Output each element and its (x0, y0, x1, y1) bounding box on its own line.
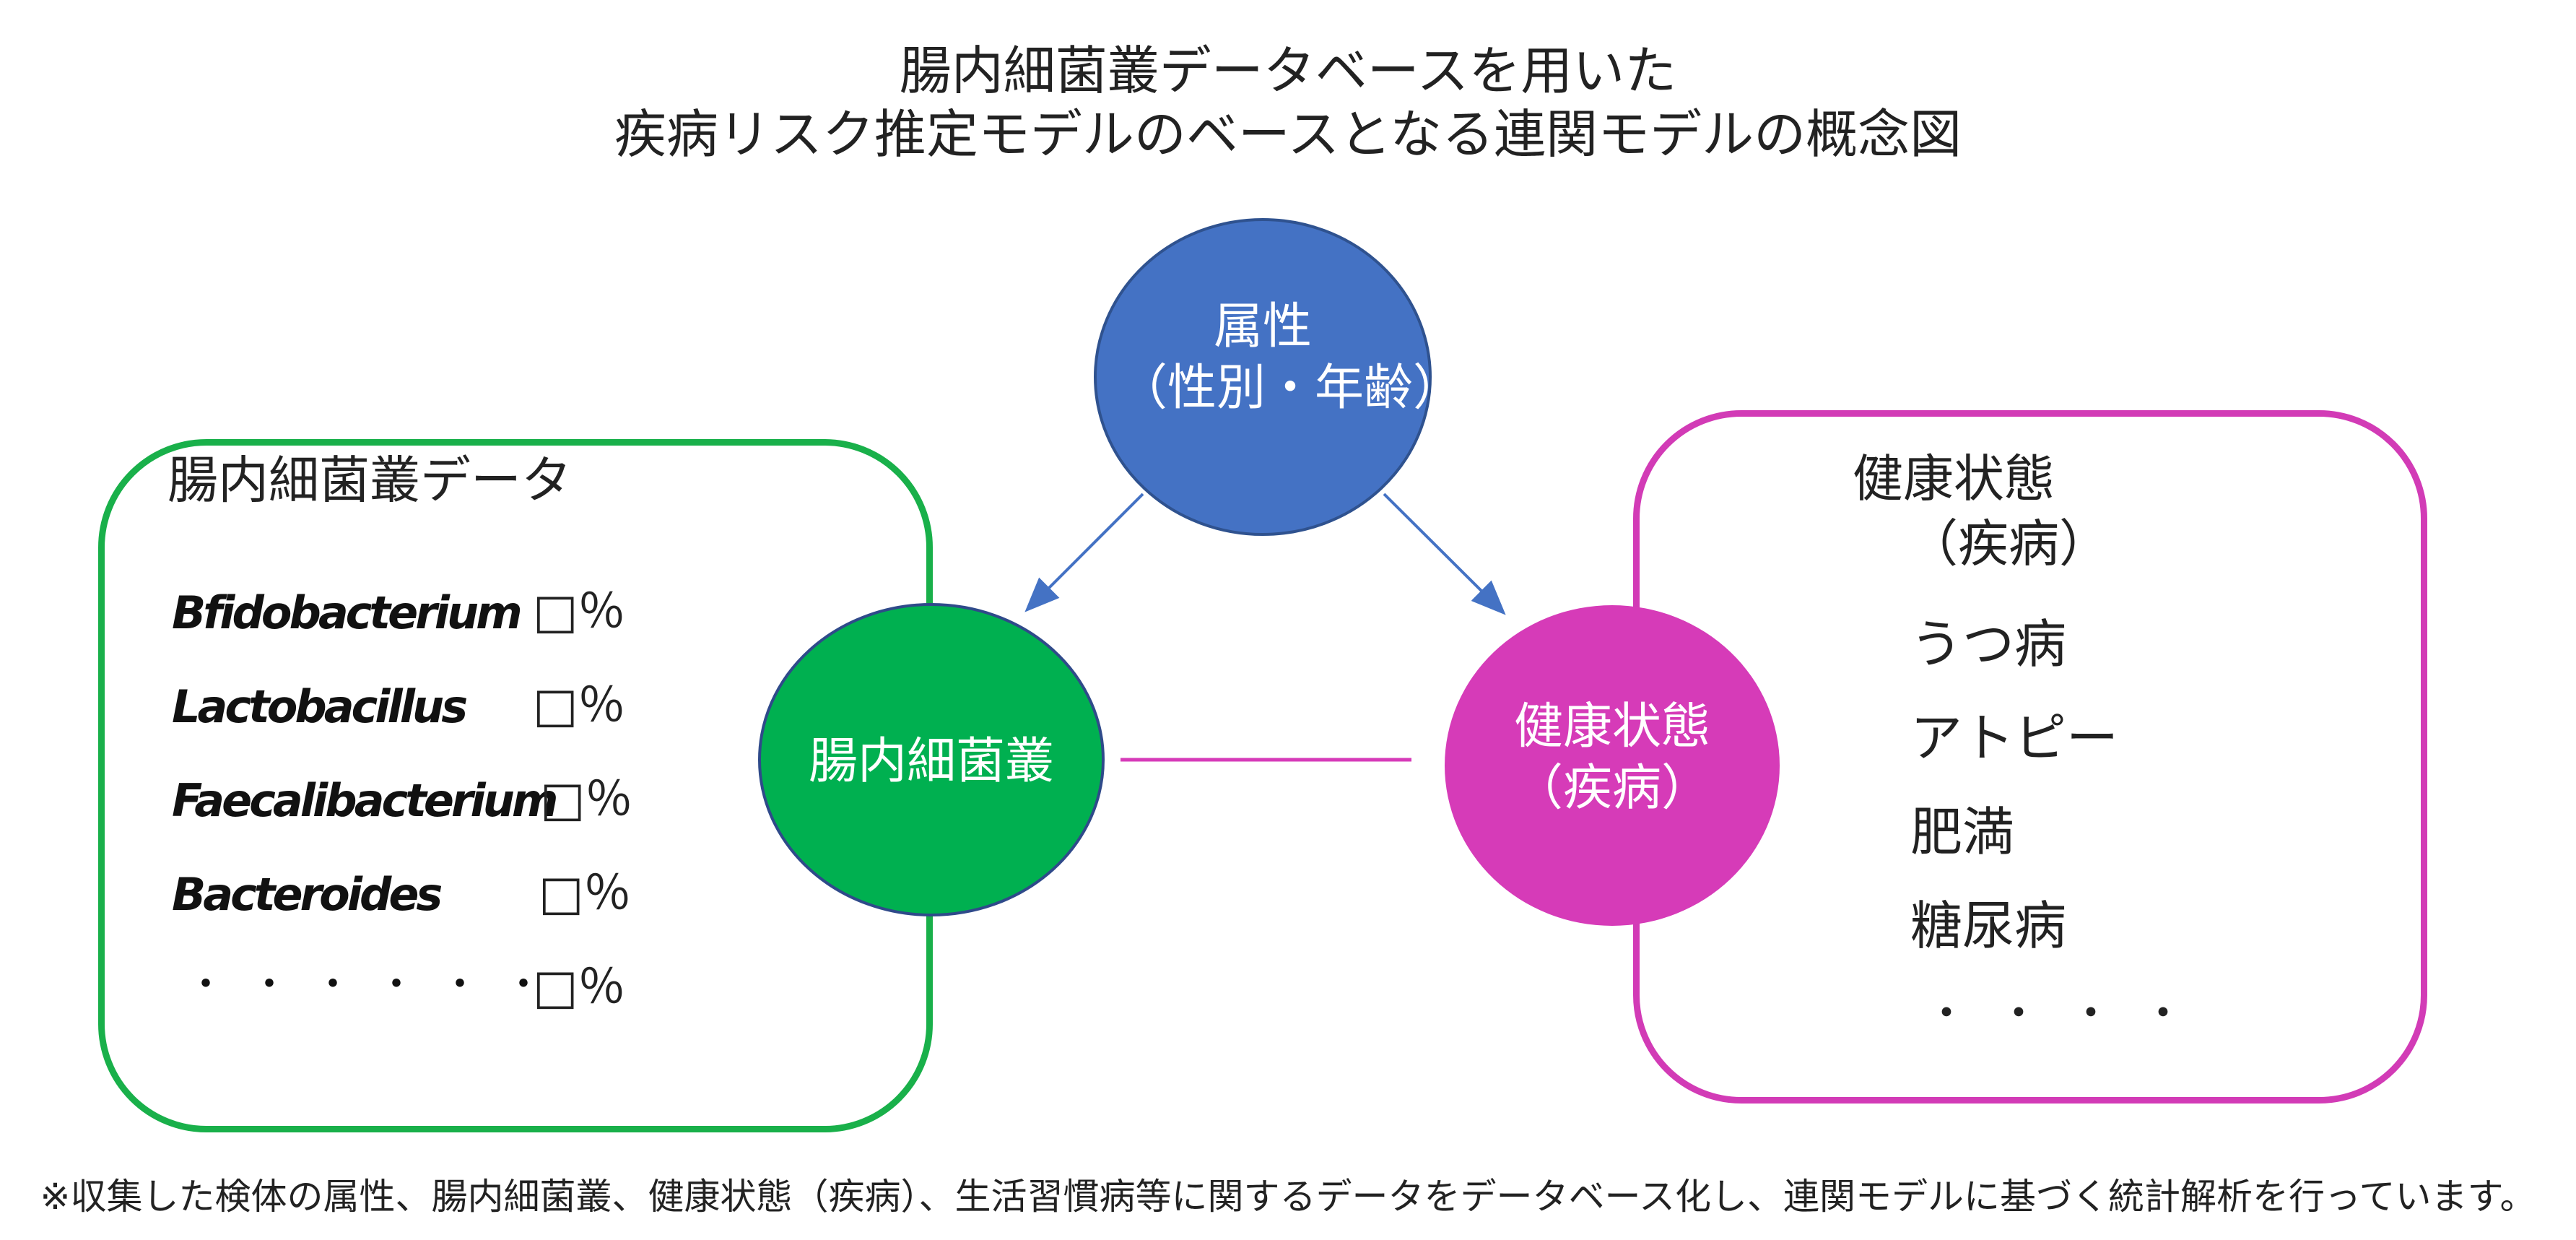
bacteria-percent-3: □％ (540, 771, 633, 827)
bacteria-percent-4: □％ (539, 865, 632, 921)
arrow-attributes-to-health (1383, 493, 1506, 615)
attributes-node-label: 属性 （性別・年齢） (1118, 296, 1463, 419)
bacteria-name-2: Lactobacillus (172, 680, 468, 733)
disease-item-1: うつ病 (1910, 614, 2067, 675)
bacteria-percent-ellipsis: □％ (533, 959, 626, 1015)
diagram-title-line-2: 疾病リスク推定モデルのベースとなる連関モデルの概念図 (614, 104, 1962, 165)
attributes-node (1094, 218, 1432, 536)
attributes-node-line1: 属性 (1213, 298, 1312, 355)
diagram-title-line-1: 腸内細菌叢データベースを用いた (899, 40, 1677, 101)
bacteria-percent-2: □％ (533, 677, 626, 733)
arrow-attributes-to-microbiota (1024, 493, 1144, 612)
health-node-line1: 健康状態 (1513, 698, 1710, 755)
footnote: ※収集した検体の属性、腸内細菌叢、健康状態（疾病）、生活習慣病等に関するデータを… (40, 1176, 2536, 1218)
microbiota-node (758, 603, 1105, 916)
disease-item-2: アトピー (1910, 708, 2119, 768)
health-node (1445, 605, 1780, 926)
microbiota-node-label: 腸内細菌叢 (787, 731, 1076, 792)
health-node-line2: （疾病） (1513, 760, 1710, 817)
bacteria-percent-1: □％ (533, 584, 626, 639)
health-status-subtitle: （疾病） (1907, 514, 2110, 573)
disease-item-4: 糖尿病 (1910, 896, 2067, 956)
disease-item-3: 肥満 (1910, 802, 2015, 862)
microbiota-data-title: 腸内細菌叢データ (167, 451, 572, 510)
bacteria-name-1: Bfidobacterium (172, 586, 523, 639)
attributes-node-line2: （性別・年齢） (1118, 360, 1463, 417)
bacteria-name-3: Faecalibacterium (172, 774, 558, 827)
microbiota-node-text: 腸内細菌叢 (808, 733, 1054, 790)
health-node-label: 健康状態 （疾病） (1468, 696, 1757, 819)
bacteria-name-ellipsis: ・・・・・・ (186, 961, 567, 1007)
disease-item-ellipsis: ・・・・ (1925, 989, 2214, 1039)
health-status-title: 健康状態 (1853, 449, 2055, 508)
bacteria-name-4: Bacteroides (172, 868, 443, 921)
